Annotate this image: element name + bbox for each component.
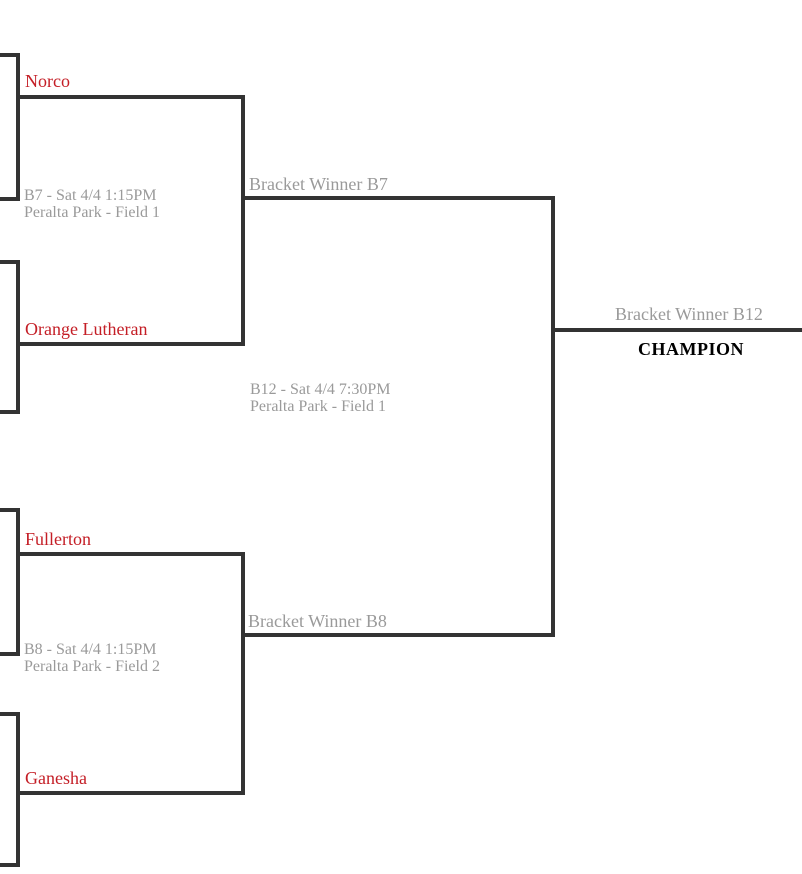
feeder2-bottom-line <box>0 410 20 414</box>
game-b12-info-schedule: B12 - Sat 4/4 7:30PM <box>250 381 391 398</box>
feeder4-top-line <box>0 712 20 716</box>
team-name-norco: Norco <box>25 71 70 91</box>
game-b12-connector-line <box>551 196 555 637</box>
game-b12-info: B12 - Sat 4/4 7:30PM Peralta Park - Fiel… <box>250 381 390 415</box>
bracket-winner-b8-line <box>241 633 555 637</box>
feeder4-bottom-line <box>0 863 20 867</box>
feeder4-connector-line <box>16 712 20 867</box>
feeder1-connector-line <box>16 53 20 201</box>
feeder2-connector-line <box>16 260 20 414</box>
bracket-winner-b8-label: Bracket Winner B8 <box>248 611 387 631</box>
team-name-fullerton: Fullerton <box>25 529 91 549</box>
team-name-ganesha: Ganesha <box>25 768 87 788</box>
game-b7-info-location: Peralta Park - Field 1 <box>24 204 160 221</box>
feeder3-bottom-line <box>0 652 20 656</box>
feeder3-top-line <box>0 508 20 512</box>
bracket-winner-b7-line <box>241 196 555 200</box>
feeder1-top-line <box>0 53 20 57</box>
bracket-winner-b12-label: Bracket Winner B12 <box>615 304 763 324</box>
feeder2-top-line <box>0 260 20 264</box>
team-name-orange-lutheran: Orange Lutheran <box>25 319 148 339</box>
game-b8-info-location: Peralta Park - Field 2 <box>24 658 160 675</box>
team-fullerton-line <box>16 552 245 556</box>
game-b8-info: B8 - Sat 4/4 1:15PM Peralta Park - Field… <box>24 641 160 675</box>
team-orange-lutheran-line <box>16 342 245 346</box>
team-norco-line <box>16 95 245 99</box>
team-ganesha-line <box>16 791 245 795</box>
feeder1-bottom-line <box>0 197 20 201</box>
game-b8-connector-line <box>241 552 245 795</box>
game-b7-info-schedule: B7 - Sat 4/4 1:15PM <box>24 187 157 204</box>
champion-label: CHAMPION <box>638 339 744 359</box>
bracket-winner-b12-line <box>551 328 802 332</box>
game-b8-info-schedule: B8 - Sat 4/4 1:15PM <box>24 641 157 658</box>
game-b7-connector-line <box>241 95 245 346</box>
game-b12-info-location: Peralta Park - Field 1 <box>250 398 386 415</box>
bracket-winner-b7-label: Bracket Winner B7 <box>249 174 388 194</box>
game-b7-info: B7 - Sat 4/4 1:15PM Peralta Park - Field… <box>24 187 160 221</box>
feeder3-connector-line <box>16 508 20 656</box>
